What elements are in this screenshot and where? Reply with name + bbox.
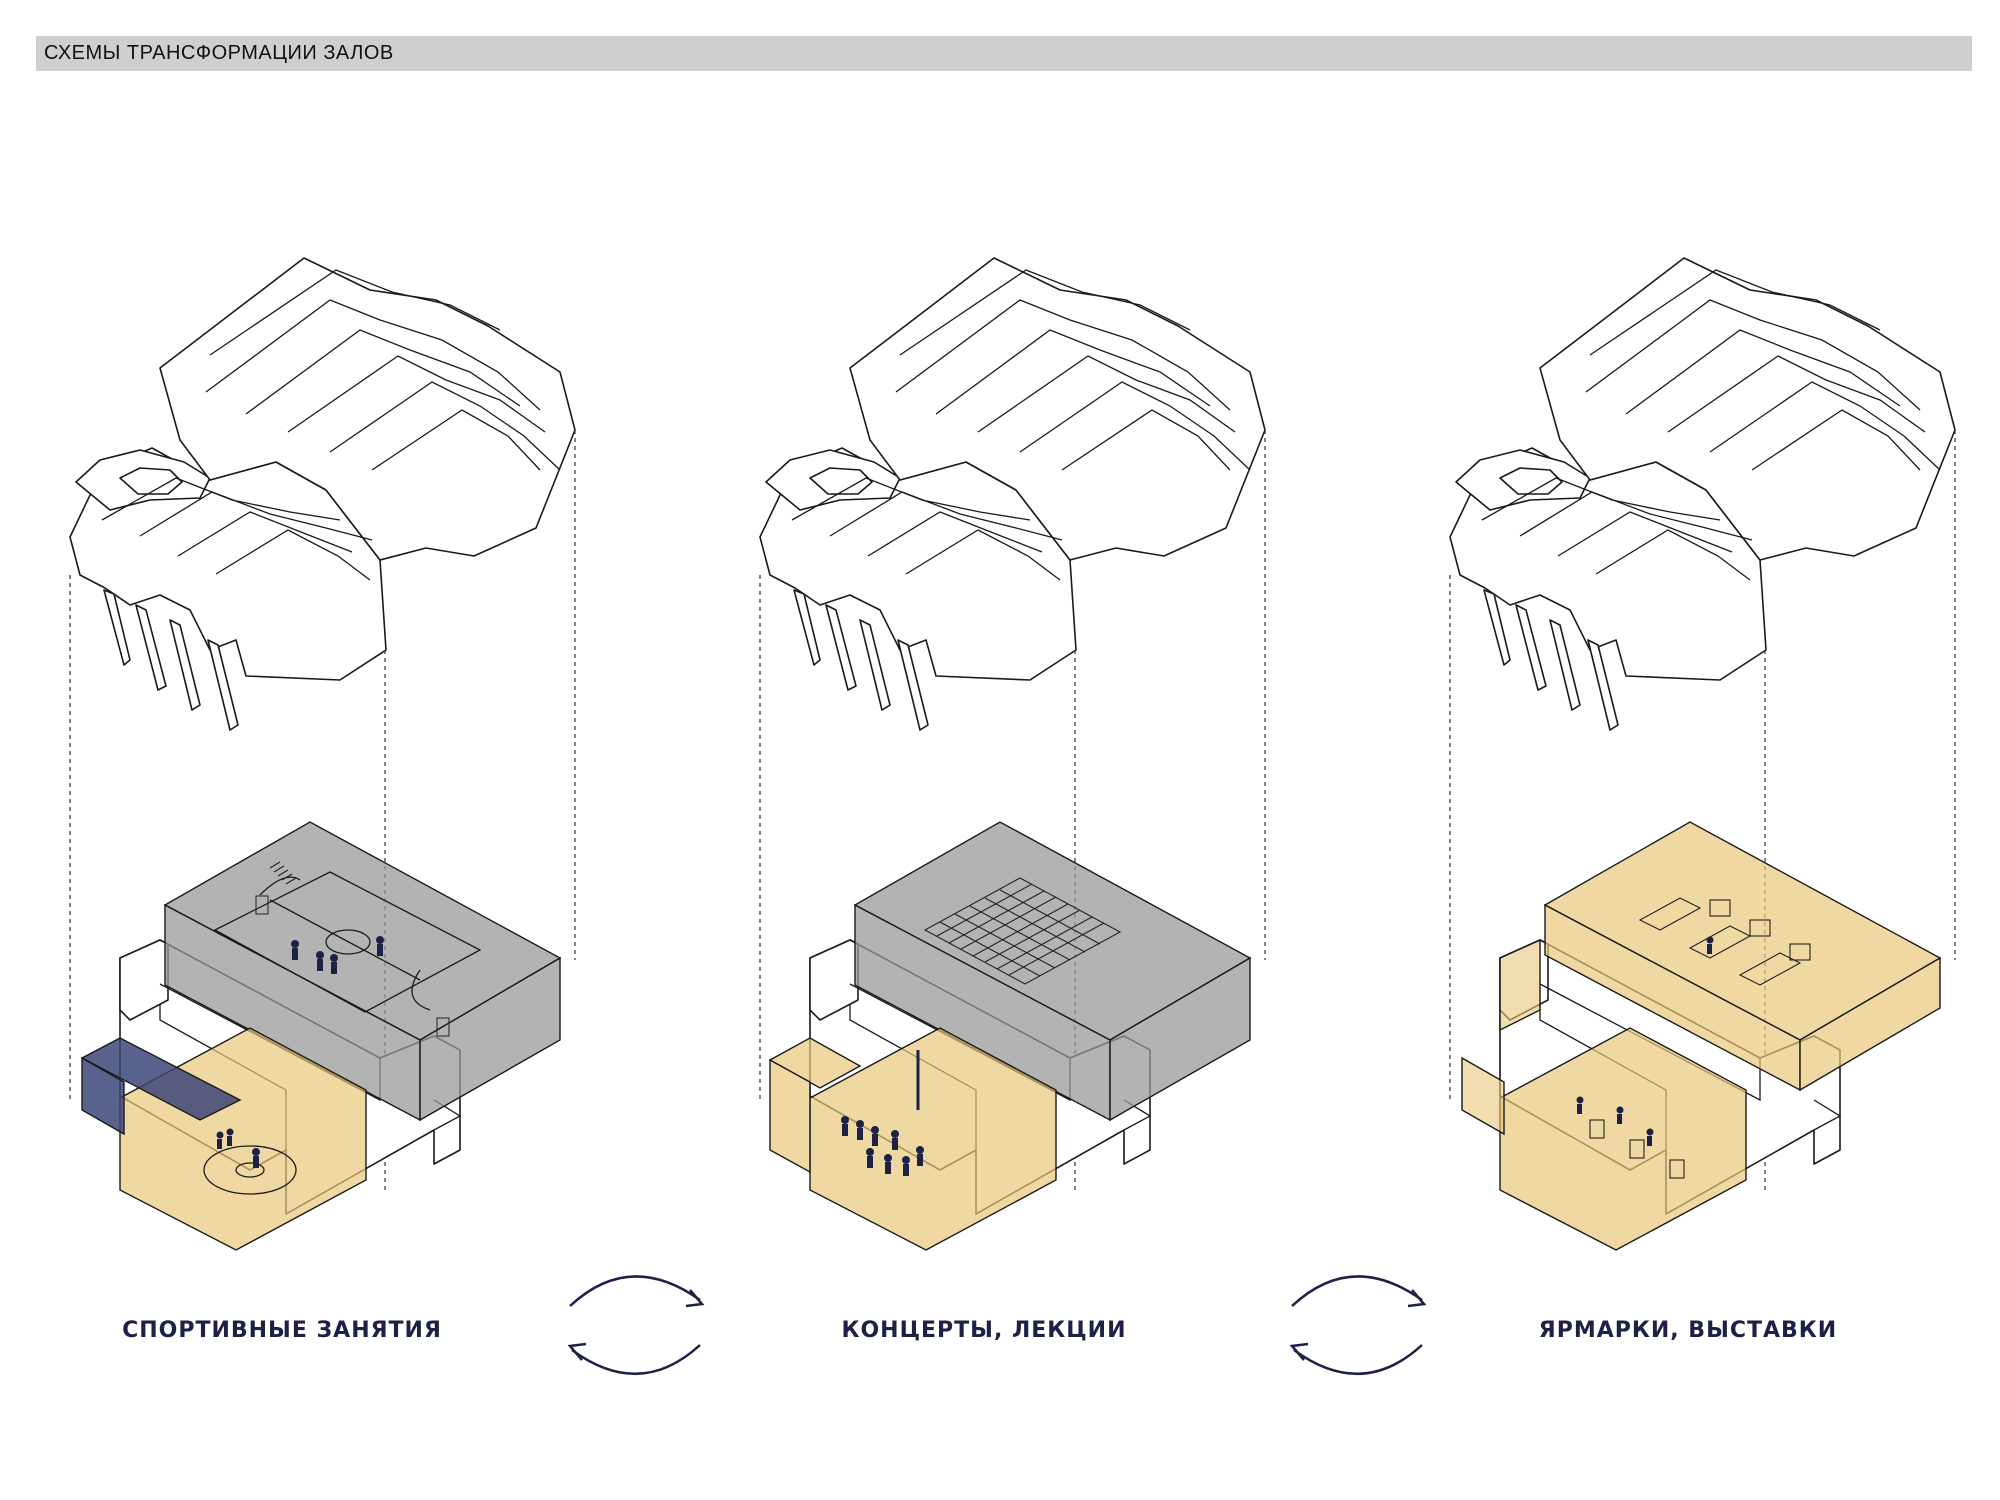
scenario-concert-diagram [759, 257, 1266, 1251]
swap-arrows-2 [1289, 1275, 1427, 1376]
big-hall-yellow [1543, 821, 1942, 1092]
scenario-sport-diagram [69, 257, 576, 1251]
label-concerts: КОНЦЕРТЫ, ЛЕКЦИИ [841, 1318, 1127, 1343]
seating-grid [923, 877, 1122, 985]
side-block-blue [80, 1037, 242, 1136]
side-block-yellow [1461, 938, 1541, 1136]
scenario-fair-diagram [1449, 257, 1956, 1251]
small-hall-yellow [768, 1027, 1057, 1251]
swap-arrows-1 [567, 1275, 705, 1376]
header-bar: СХЕМЫ ТРАНСФОРМАЦИИ ЗАЛОВ [36, 36, 1972, 71]
label-fairs: ЯРМАРКИ, ВЫСТАВКИ [1538, 1318, 1838, 1343]
label-sport: СПОРТИВНЫЕ ЗАНЯТИЯ [122, 1318, 442, 1343]
exhibition-stands [1638, 897, 1811, 986]
page-title: СХЕМЫ ТРАНСФОРМАЦИИ ЗАЛОВ [44, 42, 394, 64]
